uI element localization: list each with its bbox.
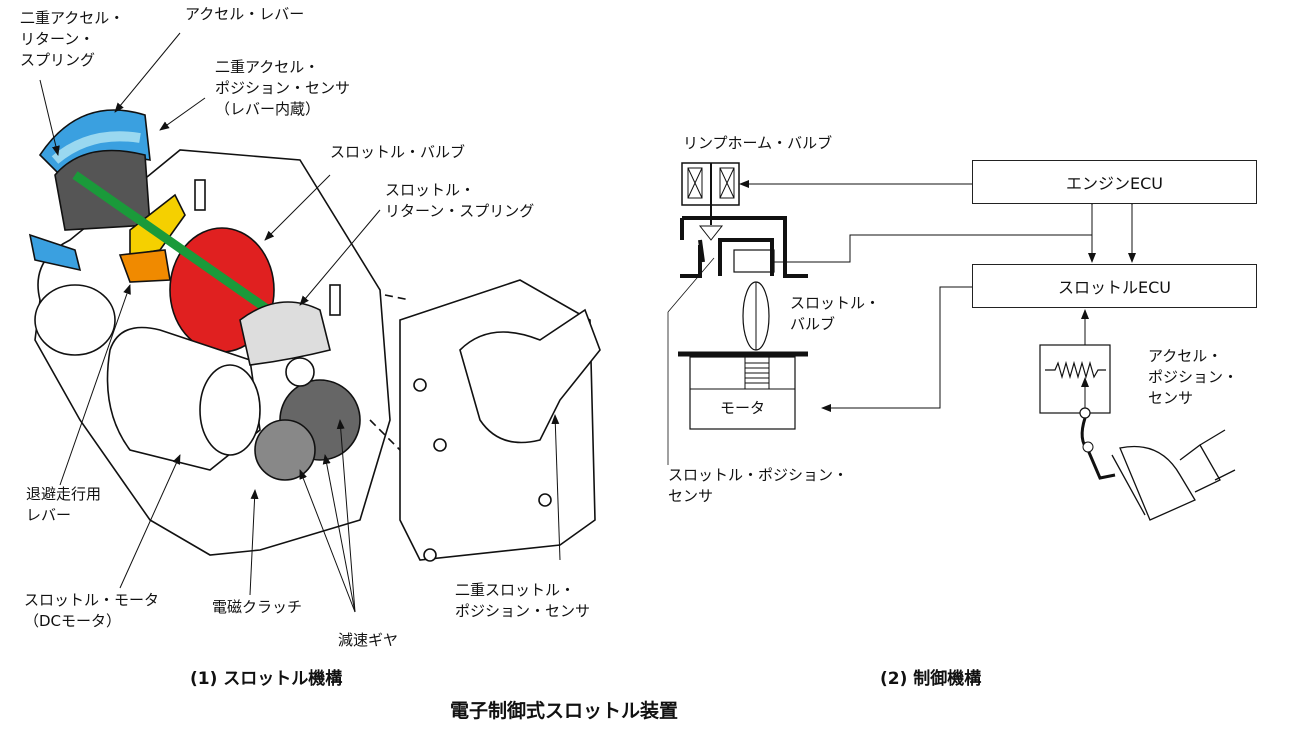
label-accel-lever: アクセル・レバー: [185, 5, 305, 23]
left-leader-lines: [39, 32, 561, 613]
throttle-position-sensor-box: [733, 249, 775, 273]
label-limp-home-valve: リンプホーム・バルブ: [683, 134, 833, 152]
label-throttle-return-spring: スロットル・ リターン・スプリング: [385, 181, 535, 220]
reduction-gear-small: [254, 419, 316, 481]
control-diagram: [667, 162, 1236, 521]
label-dual-throttle-position-sensor: 二重スロットル・ ポジション・センサ: [455, 581, 591, 620]
label-electromagnetic-clutch: 電磁クラッチ: [212, 598, 303, 616]
label-throttle-valve: スロットル・バルブ: [330, 143, 466, 161]
accel-pedal: [1111, 429, 1236, 521]
throttle-ecu-label: スロットルECU: [1058, 278, 1171, 297]
accel-sensor-box: [1039, 344, 1111, 414]
throttle-shaft: [72, 171, 293, 329]
throttle-ecu-box: スロットルECU: [972, 264, 1257, 308]
throttle-bore: [34, 284, 116, 356]
caption-throttle-mechanism: (1) スロットル機構: [190, 669, 343, 689]
limp-home-passage: [680, 216, 808, 278]
throttle-mechanism-illustration: [28, 109, 601, 562]
label-dual-accel-return-spring: 二重アクセル・ リターン・ スプリング: [20, 9, 125, 69]
label-throttle-position-sensor: スロットル・ポジション・ センサ: [668, 466, 849, 505]
label-accel-position-sensor: アクセル・ ポジション・ センサ: [1148, 347, 1239, 407]
motor-end: [199, 364, 261, 456]
caption-control-mechanism: (2) 制御機構: [880, 669, 982, 689]
label-throttle-valve-right: スロットル・ バルブ: [790, 294, 881, 333]
accel-lever-yellow: [129, 193, 186, 256]
resistor-symbol: [1045, 360, 1106, 380]
engine-ecu-label: エンジンECU: [1066, 174, 1163, 193]
label-reduction-gear: 減速ギヤ: [338, 631, 399, 649]
sensor-connector: [459, 308, 601, 444]
engine-ecu-box: エンジンECU: [972, 160, 1257, 204]
label-limp-lever: 退避走行用 レバー: [26, 485, 102, 524]
figure-title: 電子制御式スロットル装置: [450, 700, 679, 722]
lower-blue-cap: [28, 233, 82, 272]
limp-lever-orange: [118, 249, 171, 283]
label-throttle-motor: スロットル・モータ （DCモータ）: [24, 591, 160, 630]
label-motor: モータ: [720, 399, 766, 417]
label-dual-accel-position-sensor: 二重アクセル・ ポジション・センサ （レバー内蔵）: [215, 58, 351, 118]
return-spring-coil: [239, 301, 331, 366]
